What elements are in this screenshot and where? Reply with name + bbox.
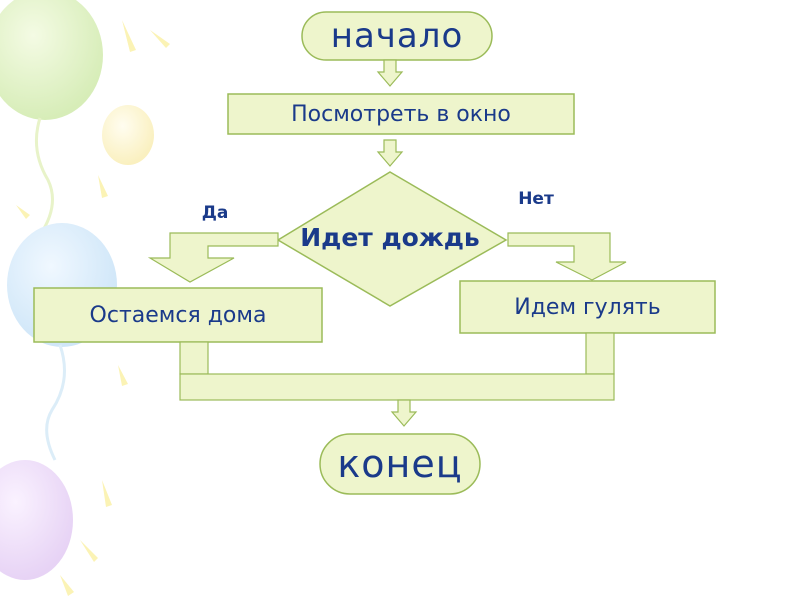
step-look-out-window-label: Посмотреть в окно xyxy=(291,101,511,127)
process-box-go-walk xyxy=(459,280,716,334)
balloon-icon xyxy=(102,105,154,165)
arrow-down-icon xyxy=(376,139,404,167)
yes-branch-arrow xyxy=(147,232,279,283)
balloon-icon xyxy=(0,0,103,236)
decision-diamond xyxy=(276,171,508,307)
decision-label: Идет дождь xyxy=(300,223,480,252)
stay-home-label: Остаемся дома xyxy=(89,302,267,328)
balloon-icon xyxy=(0,460,73,580)
process-box-look-out-window xyxy=(227,93,575,135)
arrow-down-icon xyxy=(390,399,418,427)
left-connector xyxy=(179,341,209,375)
no-branch-arrow xyxy=(507,232,627,281)
start-terminator xyxy=(301,11,493,61)
right-connector xyxy=(585,332,615,375)
yes-label: Да xyxy=(201,203,229,223)
start-label: начало xyxy=(330,16,464,56)
go-walk-label: Идем гулять xyxy=(514,294,661,320)
end-label: конец xyxy=(337,442,463,486)
end-terminator xyxy=(319,433,481,495)
arrow-down-icon xyxy=(376,59,404,87)
no-label: Нет xyxy=(518,189,554,209)
merge-bar xyxy=(179,373,615,401)
process-box-stay-home xyxy=(33,287,323,343)
